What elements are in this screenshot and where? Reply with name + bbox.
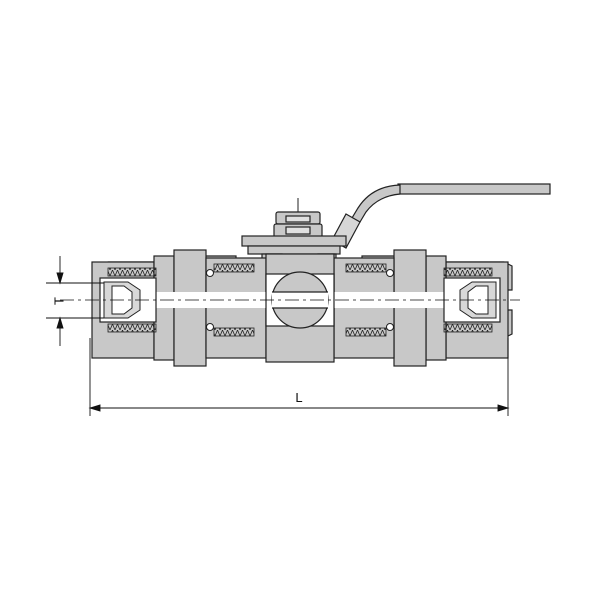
bore-dimension bbox=[46, 256, 104, 346]
thread-hatching bbox=[107, 263, 493, 337]
lever-handle bbox=[331, 183, 551, 249]
o-rings bbox=[206, 269, 394, 331]
length-label: L bbox=[295, 390, 302, 405]
length-dimension bbox=[88, 338, 510, 416]
stem-nut bbox=[241, 198, 347, 255]
bore-label: T bbox=[51, 297, 66, 305]
valve-ball bbox=[271, 271, 329, 329]
